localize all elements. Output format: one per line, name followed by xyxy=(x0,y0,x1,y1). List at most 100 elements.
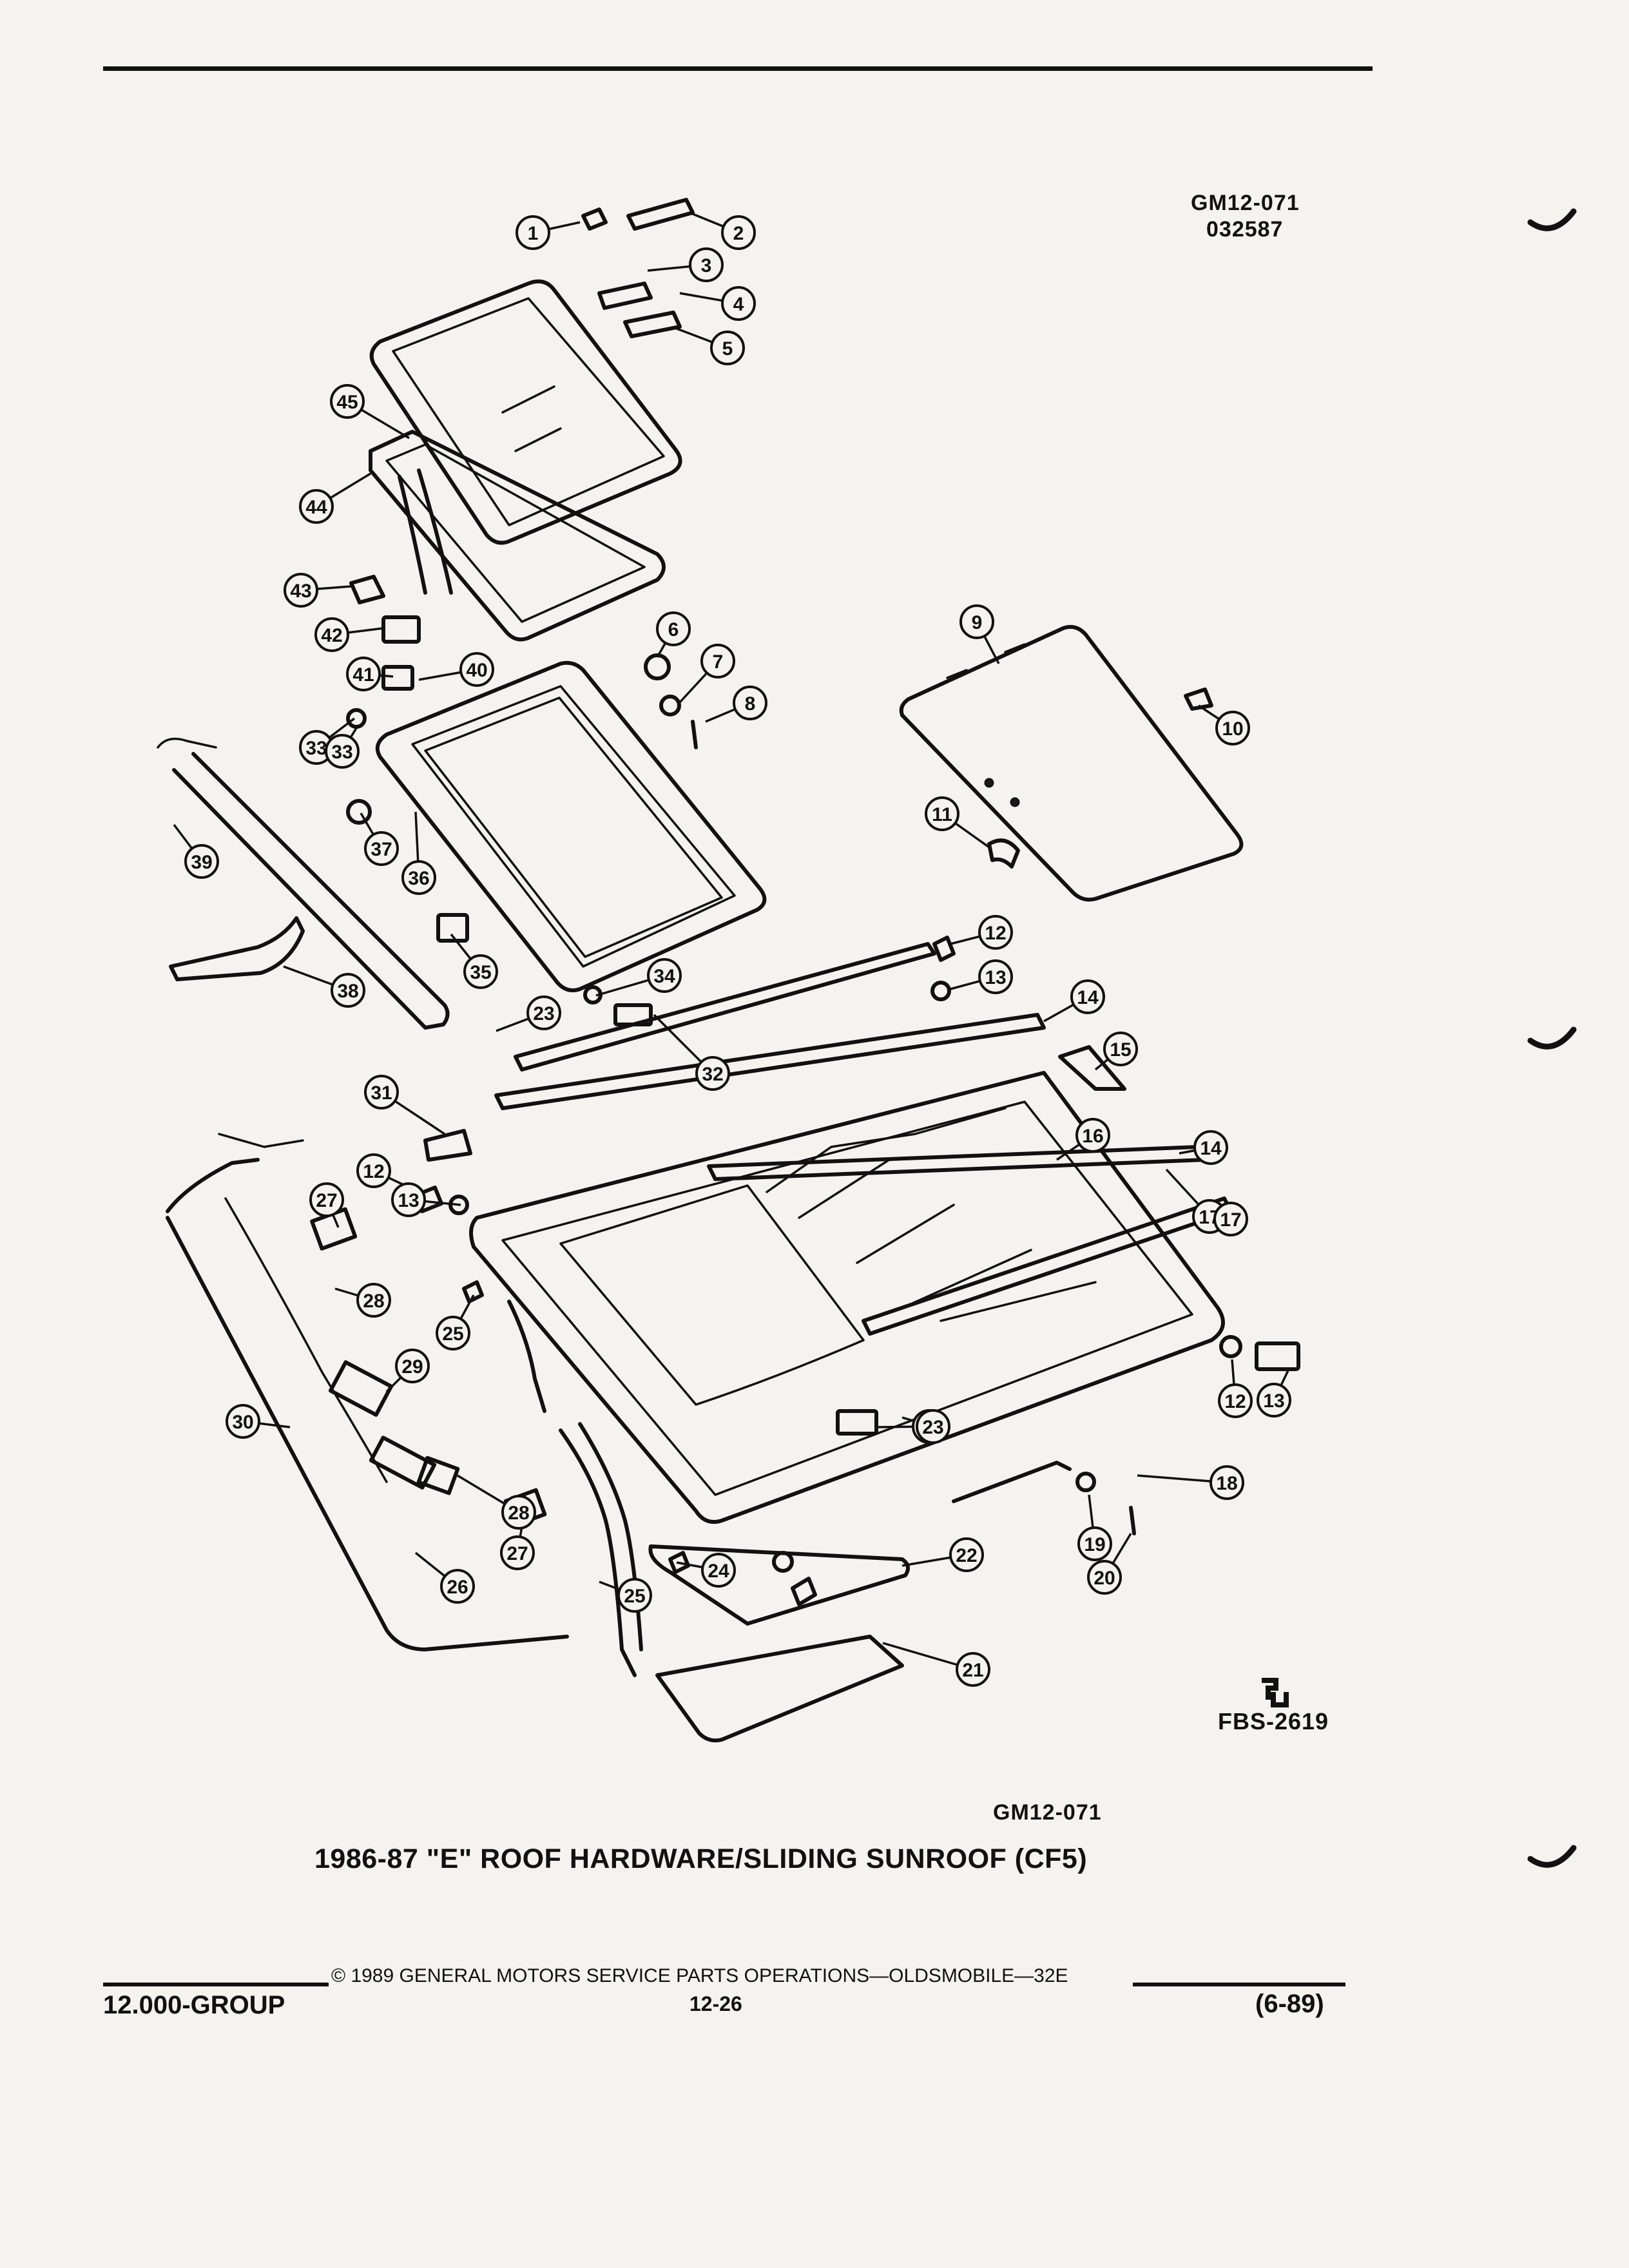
callout-number: 37 xyxy=(371,839,392,860)
callout-number: 20 xyxy=(1094,1568,1115,1589)
callout-number: 25 xyxy=(624,1586,645,1607)
glass-seal xyxy=(369,430,666,642)
callout-13: 13 xyxy=(391,1182,426,1217)
callout-circle xyxy=(733,686,767,720)
callout-number: 23 xyxy=(533,1003,554,1024)
callout-26: 26 xyxy=(440,1569,475,1604)
callout-16: 16 xyxy=(1075,1118,1110,1153)
callout-41: 41 xyxy=(346,657,381,691)
caption-code: GM12-071 xyxy=(993,1800,1102,1825)
callout-12: 12 xyxy=(1218,1383,1253,1418)
callout-circle xyxy=(1210,1465,1244,1500)
callout-circle xyxy=(978,959,1013,994)
figure-code: FBS-2619 xyxy=(1218,1708,1329,1735)
callout-33: 33 xyxy=(299,730,334,765)
callout-28: 28 xyxy=(356,1283,391,1318)
callout-circle xyxy=(325,734,360,769)
callout-number: 35 xyxy=(470,962,491,983)
callout-25: 25 xyxy=(436,1316,470,1350)
callout-circle xyxy=(356,1153,391,1188)
callout-circle xyxy=(516,215,550,250)
callout-circle xyxy=(647,958,682,993)
callout-38: 38 xyxy=(331,973,365,1008)
top-rule xyxy=(103,66,1373,71)
binder-mark-top xyxy=(1527,208,1577,231)
callout-22: 22 xyxy=(949,1537,984,1572)
callout-number: 29 xyxy=(401,1356,423,1378)
callout-number: 45 xyxy=(336,392,358,413)
callout-10: 10 xyxy=(1215,711,1250,745)
callout-circle xyxy=(956,1652,990,1687)
part-drawings xyxy=(157,198,1300,1743)
callout-number: 43 xyxy=(290,581,311,602)
callout-circle xyxy=(331,973,365,1008)
callout-circle xyxy=(925,796,959,831)
callout-number: 16 xyxy=(1082,1126,1103,1147)
callout-number: 7 xyxy=(713,651,724,673)
binder-mark-bottom xyxy=(1527,1845,1577,1868)
callout-circle xyxy=(500,1535,535,1570)
guide-rail-right xyxy=(707,1145,1207,1181)
callout-35: 35 xyxy=(463,954,498,989)
callout-circle xyxy=(526,995,561,1030)
sunshade-panel xyxy=(899,625,1244,902)
callout-circle xyxy=(440,1569,475,1604)
callout-number: 4 xyxy=(733,294,744,315)
callout-circle xyxy=(1070,979,1105,1014)
callout-number: 41 xyxy=(352,664,374,686)
callout-number: 42 xyxy=(321,625,342,646)
callout-34: 34 xyxy=(647,958,682,993)
callout-circle xyxy=(463,954,498,989)
callout-number: 28 xyxy=(508,1503,529,1524)
callout-circle xyxy=(695,1056,730,1091)
callout-circle xyxy=(184,844,219,879)
callout-circle xyxy=(284,573,318,608)
guide-rail-front xyxy=(862,1196,1233,1336)
callout-32: 32 xyxy=(695,1056,730,1091)
callout-circle xyxy=(391,1182,426,1217)
callout-circle xyxy=(700,644,735,678)
callout-circle xyxy=(1075,1118,1110,1153)
callout-circle xyxy=(459,652,494,687)
callout-number: 12 xyxy=(1224,1391,1246,1412)
callout-circle xyxy=(356,1283,391,1318)
callout-circle xyxy=(1193,1130,1228,1165)
callout-circle xyxy=(314,617,349,652)
callout-circle xyxy=(401,860,436,895)
callout-number: 9 xyxy=(972,612,983,633)
callout-number: 40 xyxy=(466,660,487,681)
callout-number: 1 xyxy=(528,223,539,244)
callout-12: 12 xyxy=(356,1153,391,1188)
callout-number: 5 xyxy=(722,338,733,360)
callout-13: 13 xyxy=(1257,1383,1291,1418)
callout-number: 36 xyxy=(408,868,429,889)
callout-circle xyxy=(299,489,334,524)
callout-circle xyxy=(364,831,399,866)
callout-number: 34 xyxy=(653,966,675,987)
callout-circle xyxy=(721,215,756,250)
sunroof-housing xyxy=(469,1071,1225,1524)
callout-30: 30 xyxy=(226,1404,260,1439)
callout-27: 27 xyxy=(309,1182,344,1217)
side-rail-left xyxy=(172,752,450,1030)
guide-rail-upper xyxy=(514,942,936,1072)
callout-36: 36 xyxy=(401,860,436,895)
callout-6: 6 xyxy=(656,611,691,646)
drain-hose-front xyxy=(559,1428,637,1677)
callout-circle xyxy=(309,1182,344,1217)
callout-8: 8 xyxy=(733,686,767,720)
callout-19: 19 xyxy=(1077,1526,1112,1561)
callout-number: 2 xyxy=(733,223,744,244)
callout-number: 6 xyxy=(668,619,679,640)
date-code-header: 032587 xyxy=(1206,217,1284,242)
callout-25: 25 xyxy=(617,1578,652,1613)
callout-circle xyxy=(949,1537,984,1572)
callout-number: 22 xyxy=(956,1545,977,1566)
callout-number: 30 xyxy=(232,1412,253,1433)
callout-number: 32 xyxy=(702,1064,723,1085)
callout-number: 13 xyxy=(985,967,1006,988)
callout-circle xyxy=(1257,1383,1291,1418)
callout-39: 39 xyxy=(184,844,219,879)
callout-number: 44 xyxy=(305,497,327,518)
callout-17: 17 xyxy=(1213,1202,1248,1236)
